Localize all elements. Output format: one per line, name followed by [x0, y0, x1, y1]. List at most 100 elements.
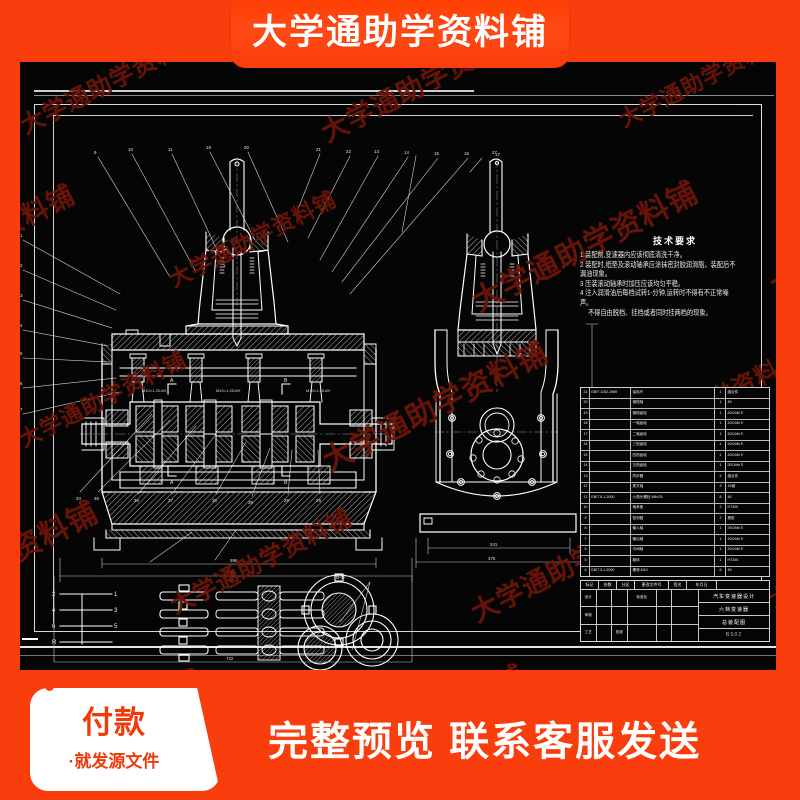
frame-bottom-line-secondary [20, 655, 776, 656]
sheet-border [34, 104, 762, 632]
parts-list-cell: 1 [715, 388, 727, 398]
svg-text:9: 9 [94, 150, 97, 155]
bottom-promo-banner: 付款 ·就发源文件 完整预览 联系客服发送 [0, 676, 800, 800]
parts-list-cell: 油标尺 [631, 388, 715, 398]
parts-list-cell: 20 [581, 398, 590, 408]
svg-text:722: 722 [228, 570, 236, 575]
parts-list-cell: 输入轴 [631, 524, 715, 534]
parts-list-cell [590, 419, 632, 429]
title-block-identification: 汽车变速器设计 六档变速器 总装配图 BS02 [699, 590, 769, 641]
title-block-signature-cell: 标准化 [628, 590, 657, 607]
parts-list-cell: GB/T 5.1-2000 [590, 566, 632, 576]
parts-list-cell: 倒档轴 [631, 398, 715, 408]
parts-list-cell [590, 461, 632, 471]
title-block-body: 设计 标准化审核工艺批准 汽车变速器设计 六档变速器 总装配图 BS02 [581, 590, 769, 641]
title-block-header-row: 标记处数分区更改文件号签名年月日 [581, 581, 769, 590]
parts-list-cell: 19 [581, 409, 590, 419]
parts-list-cell [590, 398, 632, 408]
payment-badge[interactable]: 付款 ·就发源文件 [30, 688, 220, 791]
title-block-header-cell: 分区 [617, 581, 635, 589]
svg-text:2: 2 [20, 263, 23, 268]
top-shop-banner: 大学通助学资料铺 [231, 0, 569, 68]
svg-text:375: 375 [488, 556, 496, 561]
title-block-signature-cell: 工艺 [581, 624, 597, 641]
title-block-signature-row: 审核 [581, 607, 698, 625]
svg-text:10: 10 [128, 147, 133, 152]
svg-text:35: 35 [94, 496, 99, 501]
promo-message: 完整预览 联系客服发送 [268, 720, 702, 764]
parts-list-cell: 45钢 [727, 484, 736, 489]
svg-text:A: A [170, 480, 174, 486]
parts-list-cell: 1 [715, 461, 727, 471]
frame-tick-left [22, 638, 38, 640]
parts-list-cell: 12 [581, 482, 590, 492]
svg-text:R: R [52, 640, 57, 646]
technical-requirements-title: 技术要求 [652, 236, 697, 246]
title-block-signature-cell: 设计 [581, 590, 597, 607]
parts-list-cell: GB/T 1152-1989 [590, 388, 632, 398]
parts-list-cell: 45 [727, 568, 732, 573]
parts-list-cell [590, 430, 632, 440]
parts-list-cell: 1 [715, 535, 727, 545]
parts-list-cell: 1 [715, 409, 727, 419]
parts-list-cell: 2 [715, 503, 727, 513]
parts-list-cell: 20CrMnTi [727, 547, 744, 552]
title-block-signature-cell [597, 590, 613, 607]
parts-list-cell: 13 [581, 472, 590, 482]
parts-list-cell [590, 409, 632, 419]
title-block: 标记处数分区更改文件号签名年月日 设计 标准化审核工艺批准 汽车变速器设计 六档变… [580, 580, 770, 642]
parts-list-cell: 2 [715, 514, 727, 524]
parts-list-cell: 14 [581, 461, 590, 471]
technical-requirements-block: 技术要求 1 装配前,变速器内应该彻底清洗干净。 2 装配时,纸垫及滚动轴承应涂… [580, 234, 770, 317]
parts-list-cell [590, 524, 632, 534]
title-block-signature-row: 设计 标准化 [581, 590, 698, 608]
parts-list-cell: 组合件 [727, 389, 739, 394]
tech-note-line: 3 压装滚动轴承时加压应该均匀平稳。 [580, 279, 685, 289]
parts-list-cell: 10 [581, 503, 590, 513]
parts-list-cell: 组合件 [727, 473, 739, 478]
parts-list-cell: 8 [715, 493, 727, 503]
parts-list-cell: 45 [727, 494, 732, 499]
svg-text:11: 11 [168, 147, 173, 152]
parts-list-cell: 箱体 [631, 556, 715, 566]
parts-list-cell [590, 440, 632, 450]
tech-note-line: 声。 [580, 299, 593, 308]
title-block-signature-cell: 批准 [612, 624, 628, 641]
parts-list-cell [590, 482, 632, 492]
parts-list-cell: 20CrMnTi [727, 463, 744, 468]
parts-list-cell: 六角头螺栓 M8×25 [631, 493, 715, 503]
svg-text:722: 722 [226, 656, 234, 661]
parts-list-cell: 6 [581, 545, 590, 555]
parts-list-cell: 20CrMnTi [727, 410, 744, 415]
tech-note-line: 2 装配时,纸垫及滚动轴承应涂抹密封胶润滑脂。装配后不 [580, 260, 736, 269]
parts-list-cell [590, 535, 632, 545]
title-block-header-cell: 标记 [581, 581, 599, 589]
title-block-header-cell: 签名 [669, 581, 687, 589]
parts-list-cell [590, 514, 632, 524]
title-block-signature-cell [672, 607, 698, 623]
parts-list-cell: 20CrMnTi [727, 442, 744, 447]
title-block-signature-cell [657, 590, 673, 607]
parts-list-cell [590, 472, 632, 482]
parts-list-cell: 1 [715, 451, 727, 461]
svg-text:27: 27 [492, 150, 497, 155]
parts-list-cell: 一轴齿轮 [631, 419, 715, 429]
project-name: 汽车变速器设计 [699, 590, 769, 603]
frame-corner-tick-topright [736, 104, 762, 126]
svg-text:13: 13 [374, 149, 379, 154]
tech-note-line: 4 注入润滑油后每档试转1-分钟,运转时不得有不正常噪 [580, 289, 729, 298]
svg-text:7: 7 [20, 407, 23, 412]
parts-list-cell: 1 [715, 430, 727, 440]
svg-text:M10×1.25-6H: M10×1.25-6H [142, 388, 166, 393]
shop-title: 大学通助学资料铺 [251, 12, 548, 52]
parts-list-cell: 密封圈 [631, 514, 715, 524]
svg-text:A: A [230, 578, 234, 584]
